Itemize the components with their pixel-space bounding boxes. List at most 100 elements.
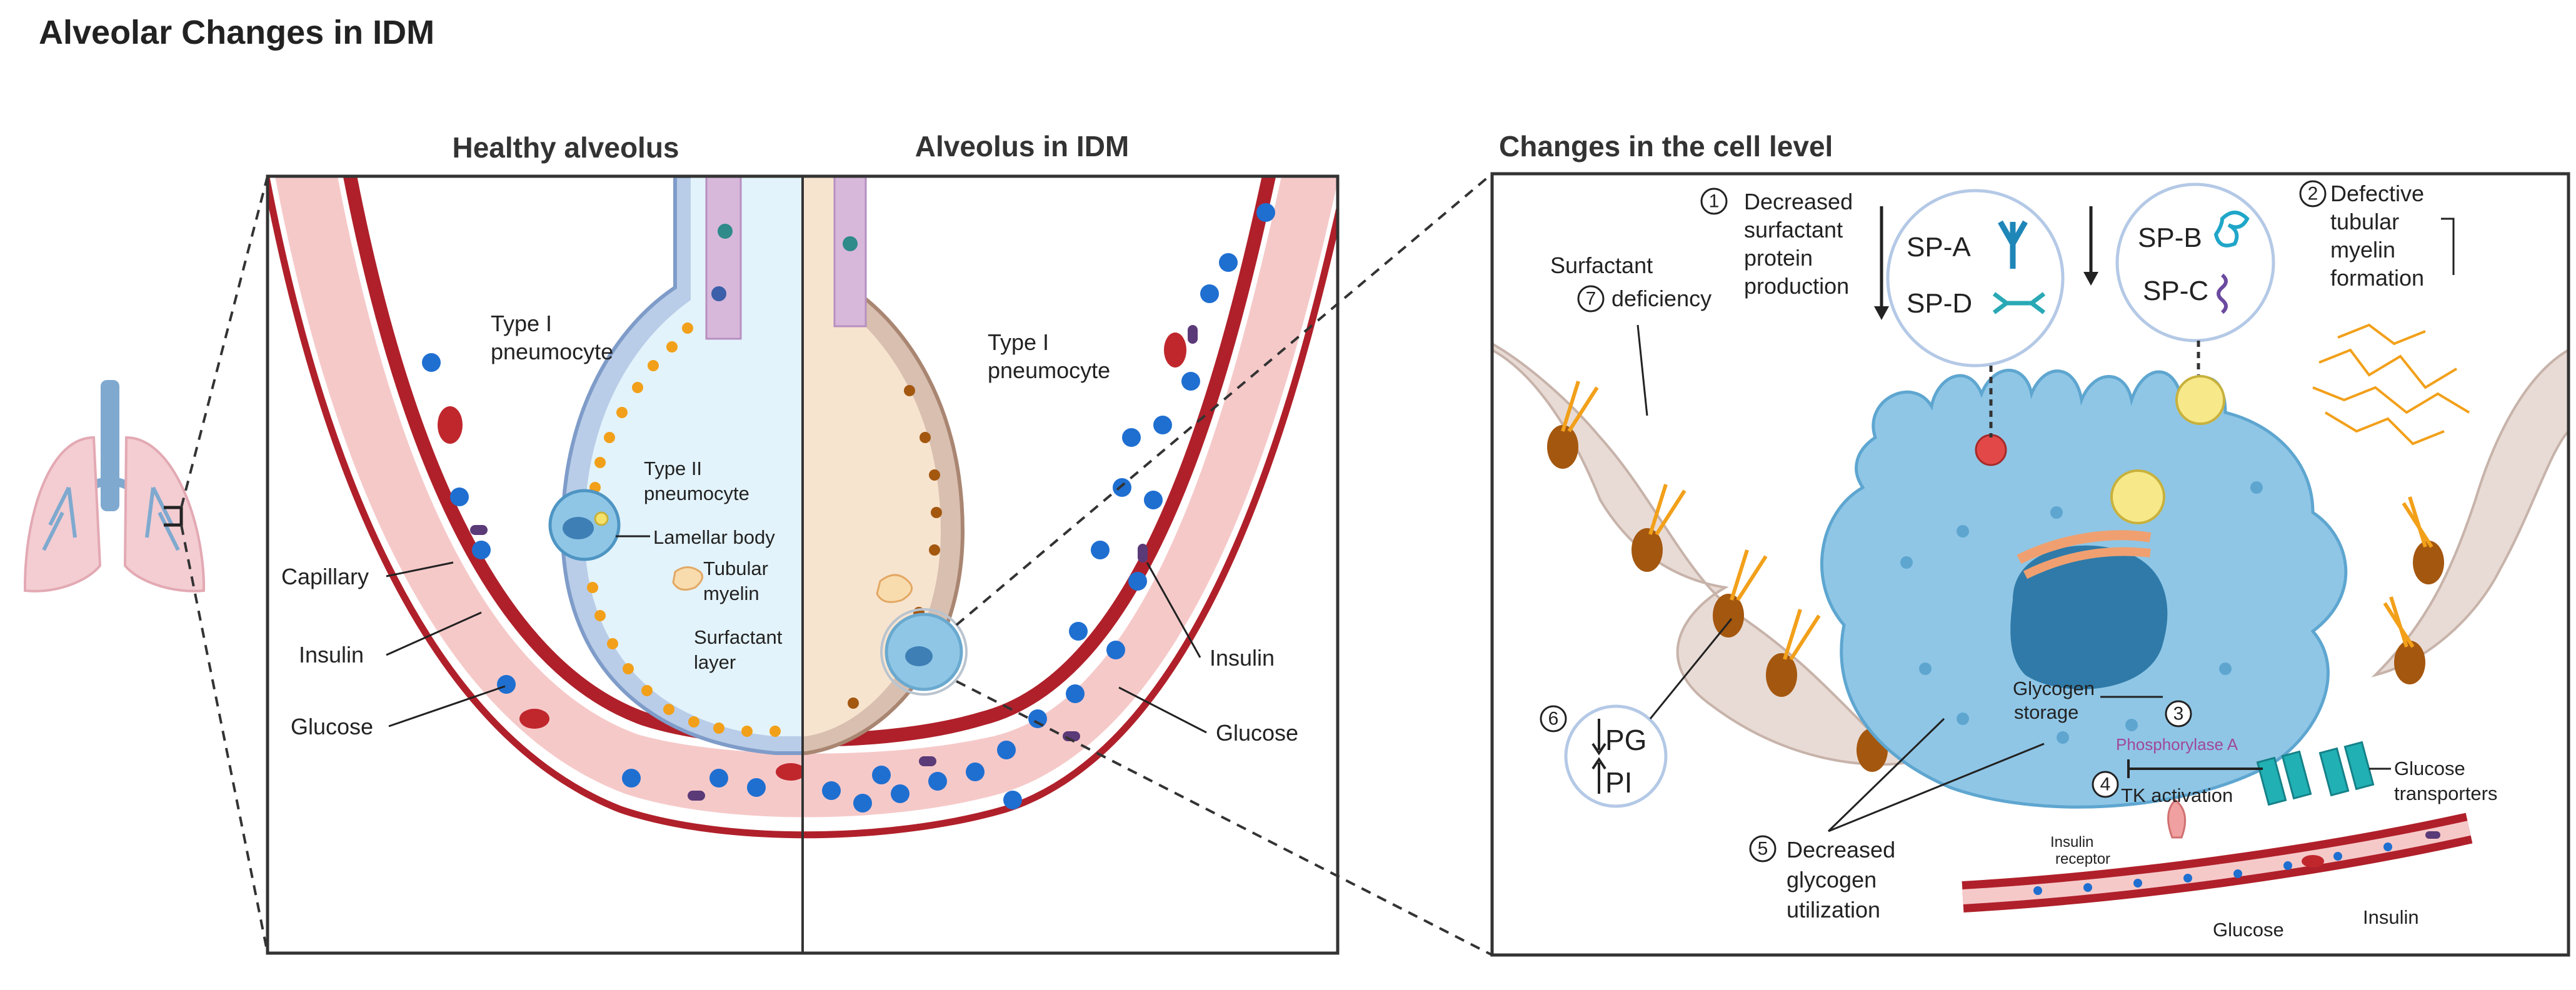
cell-level-heading: Changes in the cell level — [1499, 130, 1833, 162]
insulin-receptor — [2167, 798, 2187, 839]
label-pi: PI — [1605, 766, 1632, 799]
idm-alveolus-heading: Alveolus in IDM — [915, 130, 1129, 162]
number-2: 2 — [2308, 184, 2318, 204]
label-type1-healthy-b: pneumocyte — [491, 339, 613, 364]
label-lamellar-body: Lamellar body — [653, 526, 775, 548]
callout-3: Glycogen storage 3 Phosphorylase A — [2013, 678, 2238, 754]
cell-panel-frame — [1490, 172, 2570, 957]
label-protein-1: protein — [1744, 245, 1813, 271]
sp-a-icon — [1998, 220, 2028, 269]
number-1: 1 — [1709, 191, 1720, 212]
number-6: 6 — [1548, 709, 1559, 729]
callout-6: 6 PG PI — [1540, 618, 1733, 808]
label-capillary: Capillary — [281, 564, 369, 589]
nucleus — [2010, 545, 2168, 689]
glucose-transporters — [2256, 741, 2375, 806]
label-type2-a: Type II — [644, 458, 702, 479]
label-insulin-cell: Insulin — [2363, 906, 2419, 928]
label-defective: Defective — [2330, 181, 2424, 206]
label-phosphorylase: Phosphorylase A — [2116, 735, 2238, 754]
tubular-myelin-network — [2312, 323, 2470, 446]
label-tk-activation: TK activation — [2121, 784, 2233, 806]
label-glucose-healthy: Glucose — [291, 714, 373, 739]
label-sp-a: SP-A — [1907, 232, 1971, 262]
label-insulin-receptor-b: receptor — [2055, 851, 2110, 868]
label-tubular-2: tubular — [2330, 209, 2399, 234]
healthy-type2-cell — [548, 489, 621, 561]
label-tubular-a: Tubular — [703, 558, 768, 579]
callout-7: 7 Surfactant deficiency — [1550, 252, 1711, 416]
sp-d-icon — [1992, 292, 2046, 314]
callout-5: 5 Decreased glycogen utilization — [1749, 718, 2045, 922]
number-7: 7 — [1586, 289, 1596, 309]
healthy-columnar-epithelium — [705, 176, 742, 340]
label-surfactant-1: surfactant — [1744, 217, 1843, 242]
idm-annotations: Type I pneumocyte Insulin Glucose — [988, 329, 1298, 746]
label-glucose-idm: Glucose — [1216, 720, 1298, 746]
label-sp-d: SP-D — [1907, 288, 1972, 319]
cell-capillary-contents — [2033, 831, 2440, 895]
sp-ad-callout: SP-A SP-D — [1886, 189, 2065, 368]
idm-type2-cell — [880, 608, 968, 696]
pg-down-arrow — [1591, 719, 1606, 756]
label-type1-idm-a: Type I — [988, 329, 1049, 355]
pi-up-arrow — [1591, 757, 1606, 794]
type1-cell-left — [1492, 342, 1910, 766]
cytoplasm-dots — [1900, 481, 2263, 744]
healthy-surfactant-layer — [587, 322, 781, 737]
label-surfactant-a: Surfactant — [694, 626, 783, 648]
label-surfactant-b: layer — [694, 651, 736, 673]
lungs-icon — [24, 380, 205, 592]
healthy-annotations: Type I pneumocyte Type II pneumocyte Lam… — [281, 311, 783, 739]
label-deficiency: deficiency — [1611, 286, 1711, 311]
idm-capillary-contents — [822, 203, 1275, 812]
healthy-alveolar-lumen — [584, 176, 803, 736]
surfactant-droplet-1 — [1547, 425, 1578, 469]
label-glycogen-5: glycogen — [1787, 867, 1877, 892]
number-5: 5 — [1758, 839, 1768, 859]
cell-level-panel — [1492, 323, 2568, 912]
label-type2-b: pneumocyte — [644, 482, 749, 504]
zoom-line-cell-bottom — [956, 680, 1493, 956]
idm-columnar-epithelium — [833, 176, 867, 328]
label-storage: storage — [2014, 701, 2078, 723]
label-type1-healthy-a: Type I — [491, 311, 552, 336]
number-3: 3 — [2173, 704, 2184, 724]
healthy-alveolus-heading: Healthy alveolus — [452, 131, 679, 164]
callout-4: 4 TK activation Glucose transporters — [2092, 758, 2497, 806]
label-production-1: production — [1744, 273, 1849, 299]
sp-bc-callout: SP-B SP-C — [2115, 182, 2275, 342]
sp-c-icon — [2217, 273, 2228, 314]
healthy-capillary-contents — [422, 353, 803, 801]
callout-2: 2 Defective tubular myelin formation — [2299, 180, 2455, 291]
number-4: 4 — [2100, 774, 2111, 795]
label-insulin-healthy: Insulin — [299, 642, 364, 668]
figure-title: Alveolar Changes in IDM — [39, 14, 434, 51]
label-glucose-transporters-b: transporters — [2394, 782, 2497, 804]
label-decreased-1: Decreased — [1744, 189, 1853, 214]
label-glycogen: Glycogen — [2013, 678, 2095, 699]
sp-b-icon — [2213, 211, 2250, 248]
lamellar-body-1 — [2175, 375, 2225, 425]
label-insulin-receptor-a: Insulin — [2050, 834, 2093, 851]
label-glucose-transporters-a: Glucose — [2394, 758, 2465, 779]
alveolus-panel-frame — [266, 174, 1340, 955]
healthy-tubular-myelin — [672, 566, 704, 591]
label-myelin-2: myelin — [2330, 237, 2395, 262]
alveolus-comparison-panel — [268, 176, 1338, 953]
idm-tubular-myelin — [876, 574, 913, 603]
zoom-line-top — [180, 176, 269, 508]
label-pg: PG — [1605, 724, 1646, 756]
golgi — [2017, 530, 2152, 564]
zoom-line-cell-top — [955, 172, 1493, 626]
label-sp-b: SP-B — [2138, 222, 2202, 253]
secreted-protein — [1975, 434, 2007, 466]
label-decreased-5: Decreased — [1787, 837, 1895, 862]
label-sp-c: SP-C — [2143, 276, 2208, 306]
zoom-line-bottom — [180, 524, 269, 954]
lamellar-body-2 — [2110, 469, 2165, 524]
label-type1-idm-b: pneumocyte — [988, 358, 1110, 383]
label-glucose-cell: Glucose — [2213, 919, 2284, 941]
